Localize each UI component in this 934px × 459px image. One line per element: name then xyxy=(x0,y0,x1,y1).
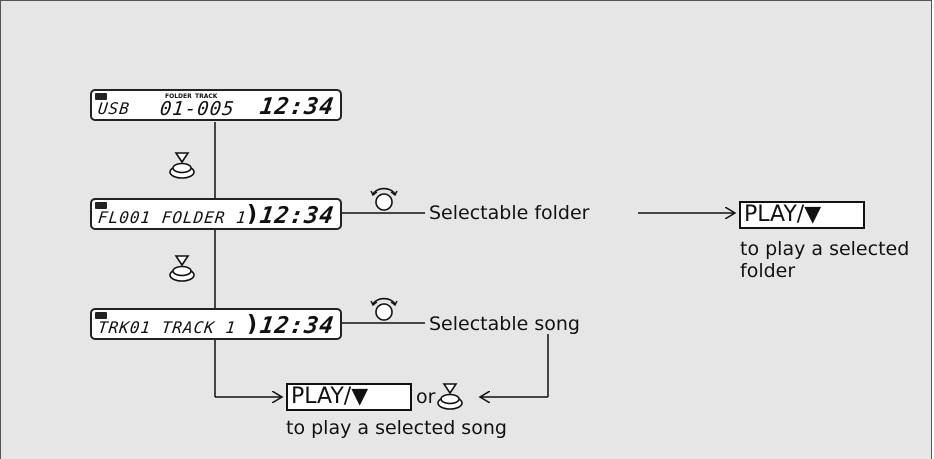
or-label: or xyxy=(416,386,436,408)
lcd-track-display: TRK01 TRACK 1 ) 12:34 xyxy=(90,308,342,340)
play-song-button: PLAY/▼ xyxy=(286,383,412,411)
usb-icon xyxy=(95,312,107,319)
lcd-folder-text: FL001 FOLDER 1 xyxy=(97,208,248,227)
lcd-folder-track: 01-005 xyxy=(158,98,236,120)
folder-caption: FOLDER xyxy=(165,93,192,100)
usb-icon xyxy=(95,93,107,100)
selectable-folder-label: Selectable folder xyxy=(429,202,590,224)
lcd-clock: 12:34 xyxy=(257,203,336,229)
play-folder-caption-line1: to play a selected xyxy=(740,238,910,260)
lcd-folder-display: FL001 FOLDER 1 ) 12:34 xyxy=(90,198,342,230)
play-folder-caption-line2: folder xyxy=(740,260,796,282)
lcd-usb-display: USB FOLDER TRACK 01-005 12:34 xyxy=(90,89,342,121)
lcd-clock: 12:34 xyxy=(257,313,336,339)
lcd-source: USB xyxy=(97,99,131,118)
play-song-caption: to play a selected song xyxy=(286,417,507,439)
lcd-track-text: TRK01 TRACK 1 xyxy=(97,318,238,337)
scroll-indicator-icon: ) xyxy=(247,312,258,337)
scroll-indicator-icon: ) xyxy=(247,202,258,227)
play-folder-button: PLAY/▼ xyxy=(739,201,865,229)
lcd-clock: 12:34 xyxy=(257,94,336,120)
usb-icon xyxy=(95,202,107,209)
selectable-song-label: Selectable song xyxy=(429,313,580,335)
track-caption: TRACK xyxy=(195,93,218,100)
